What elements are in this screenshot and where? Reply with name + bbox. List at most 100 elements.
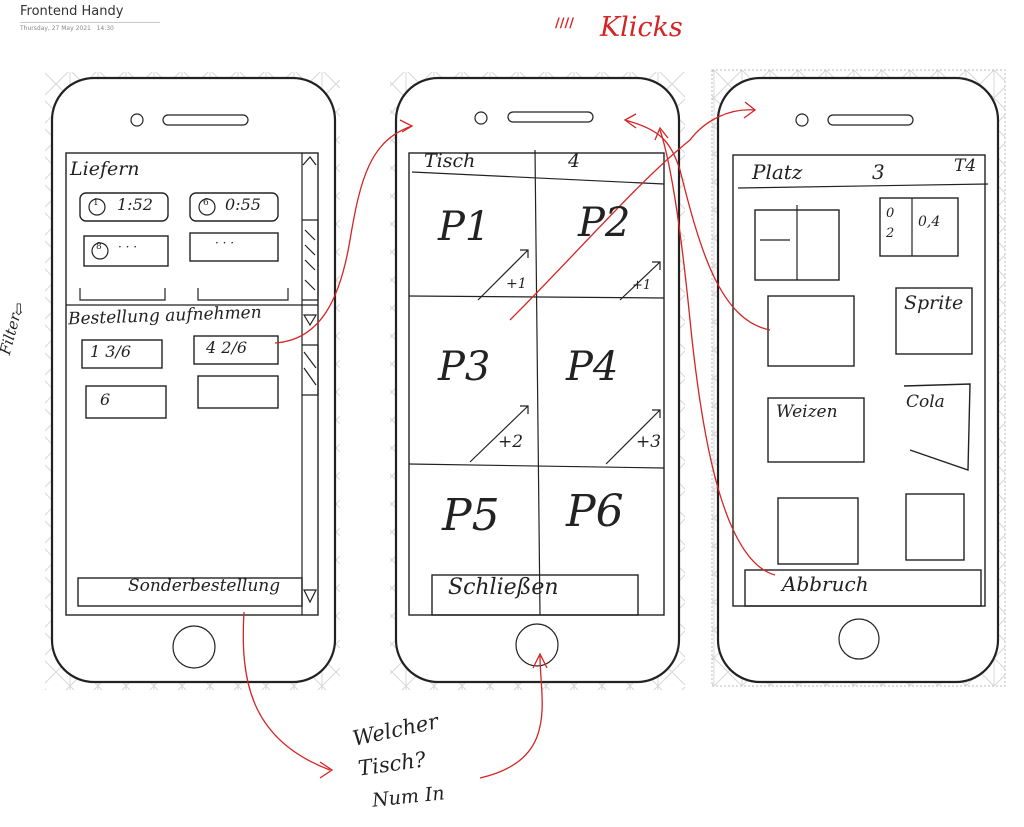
product-tile-empty-3[interactable]: [905, 493, 965, 561]
order-tile-2-label[interactable]: 4 2/6: [206, 338, 248, 357]
deliver-tile-4[interactable]: [189, 232, 279, 262]
product-tile-empty-1[interactable]: [767, 295, 855, 367]
deliver-badge-3-label: 8: [96, 242, 102, 252]
arrow-order-to-table: [274, 125, 413, 344]
page-date-time: 14:30: [96, 25, 114, 32]
title-divider: [20, 22, 160, 23]
cancel-button-frame[interactable]: [744, 569, 982, 607]
product-weizen-label[interactable]: Weizen: [776, 402, 838, 422]
deliver-badge-1: [88, 198, 106, 216]
seat-heading: Platz: [752, 160, 803, 184]
phone-1-scroll-thumb-top[interactable]: [302, 219, 319, 301]
product-cola-label[interactable]: Cola: [906, 392, 945, 412]
arrow-seat-to-product-head: [743, 101, 757, 119]
arrow-cancel-back: [659, 129, 776, 576]
deliver-badge-3: [91, 242, 109, 260]
phone-1: [50, 76, 337, 684]
order-tile-4[interactable]: [197, 375, 279, 409]
product-tile-weizen[interactable]: [767, 397, 865, 463]
seat-p2-add-arrow[interactable]: [619, 261, 661, 301]
deliver-time-3: · · ·: [118, 240, 138, 254]
product-tile-split-values[interactable]: [879, 197, 959, 257]
seat-p1-extra: +1: [506, 276, 527, 292]
phone-2-camera: [474, 111, 488, 125]
seat-p6[interactable]: P6: [566, 486, 624, 537]
phone-1-camera: [130, 113, 144, 127]
special-order-button-frame[interactable]: [77, 577, 303, 607]
phone-1-scroll-mid-icon[interactable]: [302, 314, 318, 327]
product-tile-sprite[interactable]: [895, 287, 973, 355]
arrow-note-to-home: [479, 655, 543, 779]
phone-1-home-button[interactable]: [172, 625, 216, 669]
product-split-value-c: 0,4: [918, 214, 941, 230]
arrow-product-back-head: [623, 113, 637, 129]
page-title: Frontend Handy: [20, 4, 124, 19]
phone-3-speaker: [827, 114, 914, 126]
table-tag: T4: [954, 156, 977, 176]
seat-p3-add-arrow[interactable]: [469, 405, 529, 463]
deliver-time-4: · · ·: [215, 236, 235, 250]
cancel-button[interactable]: Abbruch: [782, 572, 869, 596]
deliver-tile-1[interactable]: [79, 192, 169, 222]
phone-1-body: [50, 76, 337, 684]
page-date-day: Thursday, 27 May 2021: [20, 25, 91, 32]
order-tile-3-label[interactable]: 6: [100, 390, 111, 409]
phone-2-row-divider-1: [408, 295, 665, 299]
seat-p4-extra: +3: [636, 432, 662, 452]
seat-p1[interactable]: P1: [438, 204, 491, 250]
page-date: Thursday, 27 May 2021 14:30: [20, 25, 114, 32]
close-button[interactable]: Schließen: [448, 575, 559, 600]
seat-p4-add-arrow[interactable]: [605, 409, 661, 465]
deliver-tile-2[interactable]: [189, 192, 279, 222]
phone-3-camera: [795, 113, 809, 127]
deliver-badge-2-label: 6: [203, 198, 209, 208]
order-tile-1[interactable]: [81, 339, 163, 369]
phone-3-body: [716, 76, 1000, 684]
product-tile-cola[interactable]: [903, 383, 971, 471]
phone-1-scroll-down-icon[interactable]: [303, 589, 317, 604]
phone-3-home-button[interactable]: [838, 618, 880, 660]
phone-2-vertical-divider: [534, 149, 541, 616]
product-split-value-b: 2: [886, 226, 895, 241]
arrow-note-to-home-head: [532, 652, 548, 669]
phone-2-speaker: [507, 111, 594, 123]
deliver-tile-5-partial[interactable]: [79, 288, 166, 301]
seat-p3[interactable]: P3: [438, 344, 491, 390]
table-number: 4: [568, 150, 581, 172]
product-tile-empty-2[interactable]: [777, 497, 859, 565]
deliver-tile-6-partial[interactable]: [197, 288, 289, 301]
seat-p4[interactable]: P4: [566, 344, 619, 390]
phone-2-header-rule: [411, 171, 665, 185]
arrow-special-to-note-head: [319, 761, 334, 779]
close-button-frame[interactable]: [431, 574, 639, 616]
phone-3-header-rule: [737, 183, 989, 189]
product-split-value-a: 0: [886, 206, 895, 221]
special-order-button[interactable]: Sonderbestellung: [128, 576, 281, 596]
filter-arrow-icon: ⇩: [12, 300, 26, 319]
phone-1-scroll-thumb-bottom[interactable]: [302, 344, 319, 396]
deliver-badge-1-label: 1: [93, 198, 99, 208]
phone-2-row-divider-2: [408, 463, 665, 469]
order-tile-3[interactable]: [85, 385, 167, 419]
seat-p5[interactable]: P5: [442, 490, 500, 541]
deliver-time-2: 0:55: [225, 195, 261, 214]
arrow-order-to-table-head: [399, 119, 414, 133]
klicks-scribble-icon: ////: [555, 16, 574, 31]
arrow-seat-to-product: [509, 109, 756, 321]
klicks-annotation: Klicks: [600, 12, 683, 43]
arrow-cancel-back-head: [654, 126, 669, 141]
order-tile-1-label[interactable]: 1 3/6: [90, 342, 132, 361]
phone-2-home-button[interactable]: [515, 623, 559, 667]
product-sprite-label[interactable]: Sprite: [904, 292, 964, 314]
order-tile-2[interactable]: [193, 335, 279, 365]
deliver-heading: Liefern: [70, 158, 140, 180]
seat-heading-number: 3: [872, 160, 885, 184]
seat-p2[interactable]: P2: [578, 200, 631, 246]
phone-1-speaker: [162, 114, 249, 126]
phone-1-scroll-up-icon[interactable]: [302, 156, 317, 166]
seat-p1-add-arrow[interactable]: [477, 249, 529, 301]
deliver-time-1: 1:52: [117, 195, 153, 214]
deliver-tile-3[interactable]: [83, 235, 169, 267]
flow-arrows: [242, 101, 776, 779]
